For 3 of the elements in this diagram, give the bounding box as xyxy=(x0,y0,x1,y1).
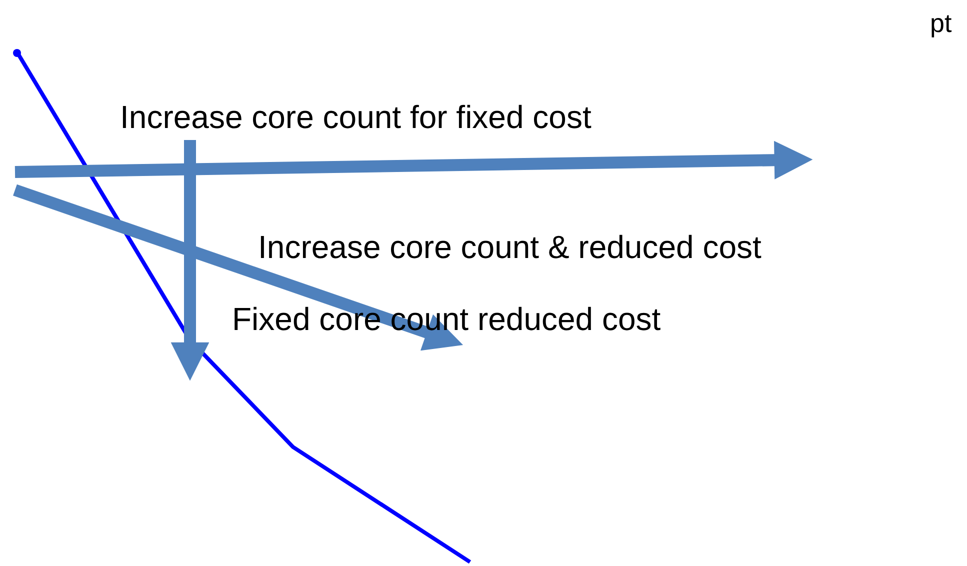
arrow-label: Increase core count & reduced cost xyxy=(258,231,762,263)
corner-label: pt xyxy=(930,10,952,36)
arrow-label: Increase core count for fixed cost xyxy=(120,101,592,133)
